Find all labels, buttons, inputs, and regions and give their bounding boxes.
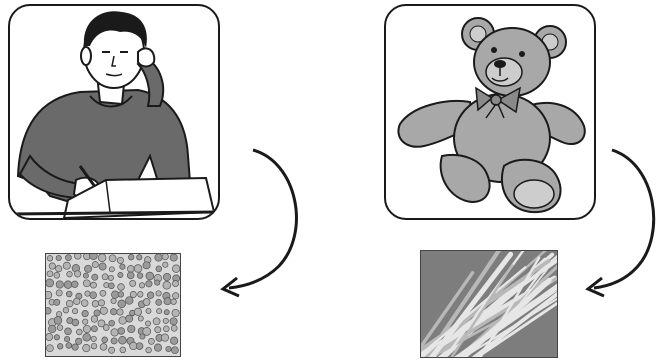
teddy-bear-illustration xyxy=(386,6,594,218)
fibers-texture xyxy=(421,251,557,357)
blood-cell-micrograph xyxy=(45,253,181,357)
fiber-micrograph xyxy=(420,250,558,358)
curved-arrow-left xyxy=(215,142,315,302)
cells-texture xyxy=(46,254,180,356)
student-writing-illustration xyxy=(10,6,218,218)
curved-arrow-right xyxy=(580,142,657,302)
student-illustration-card xyxy=(8,4,220,220)
teddy-bear-illustration-card xyxy=(384,4,596,220)
